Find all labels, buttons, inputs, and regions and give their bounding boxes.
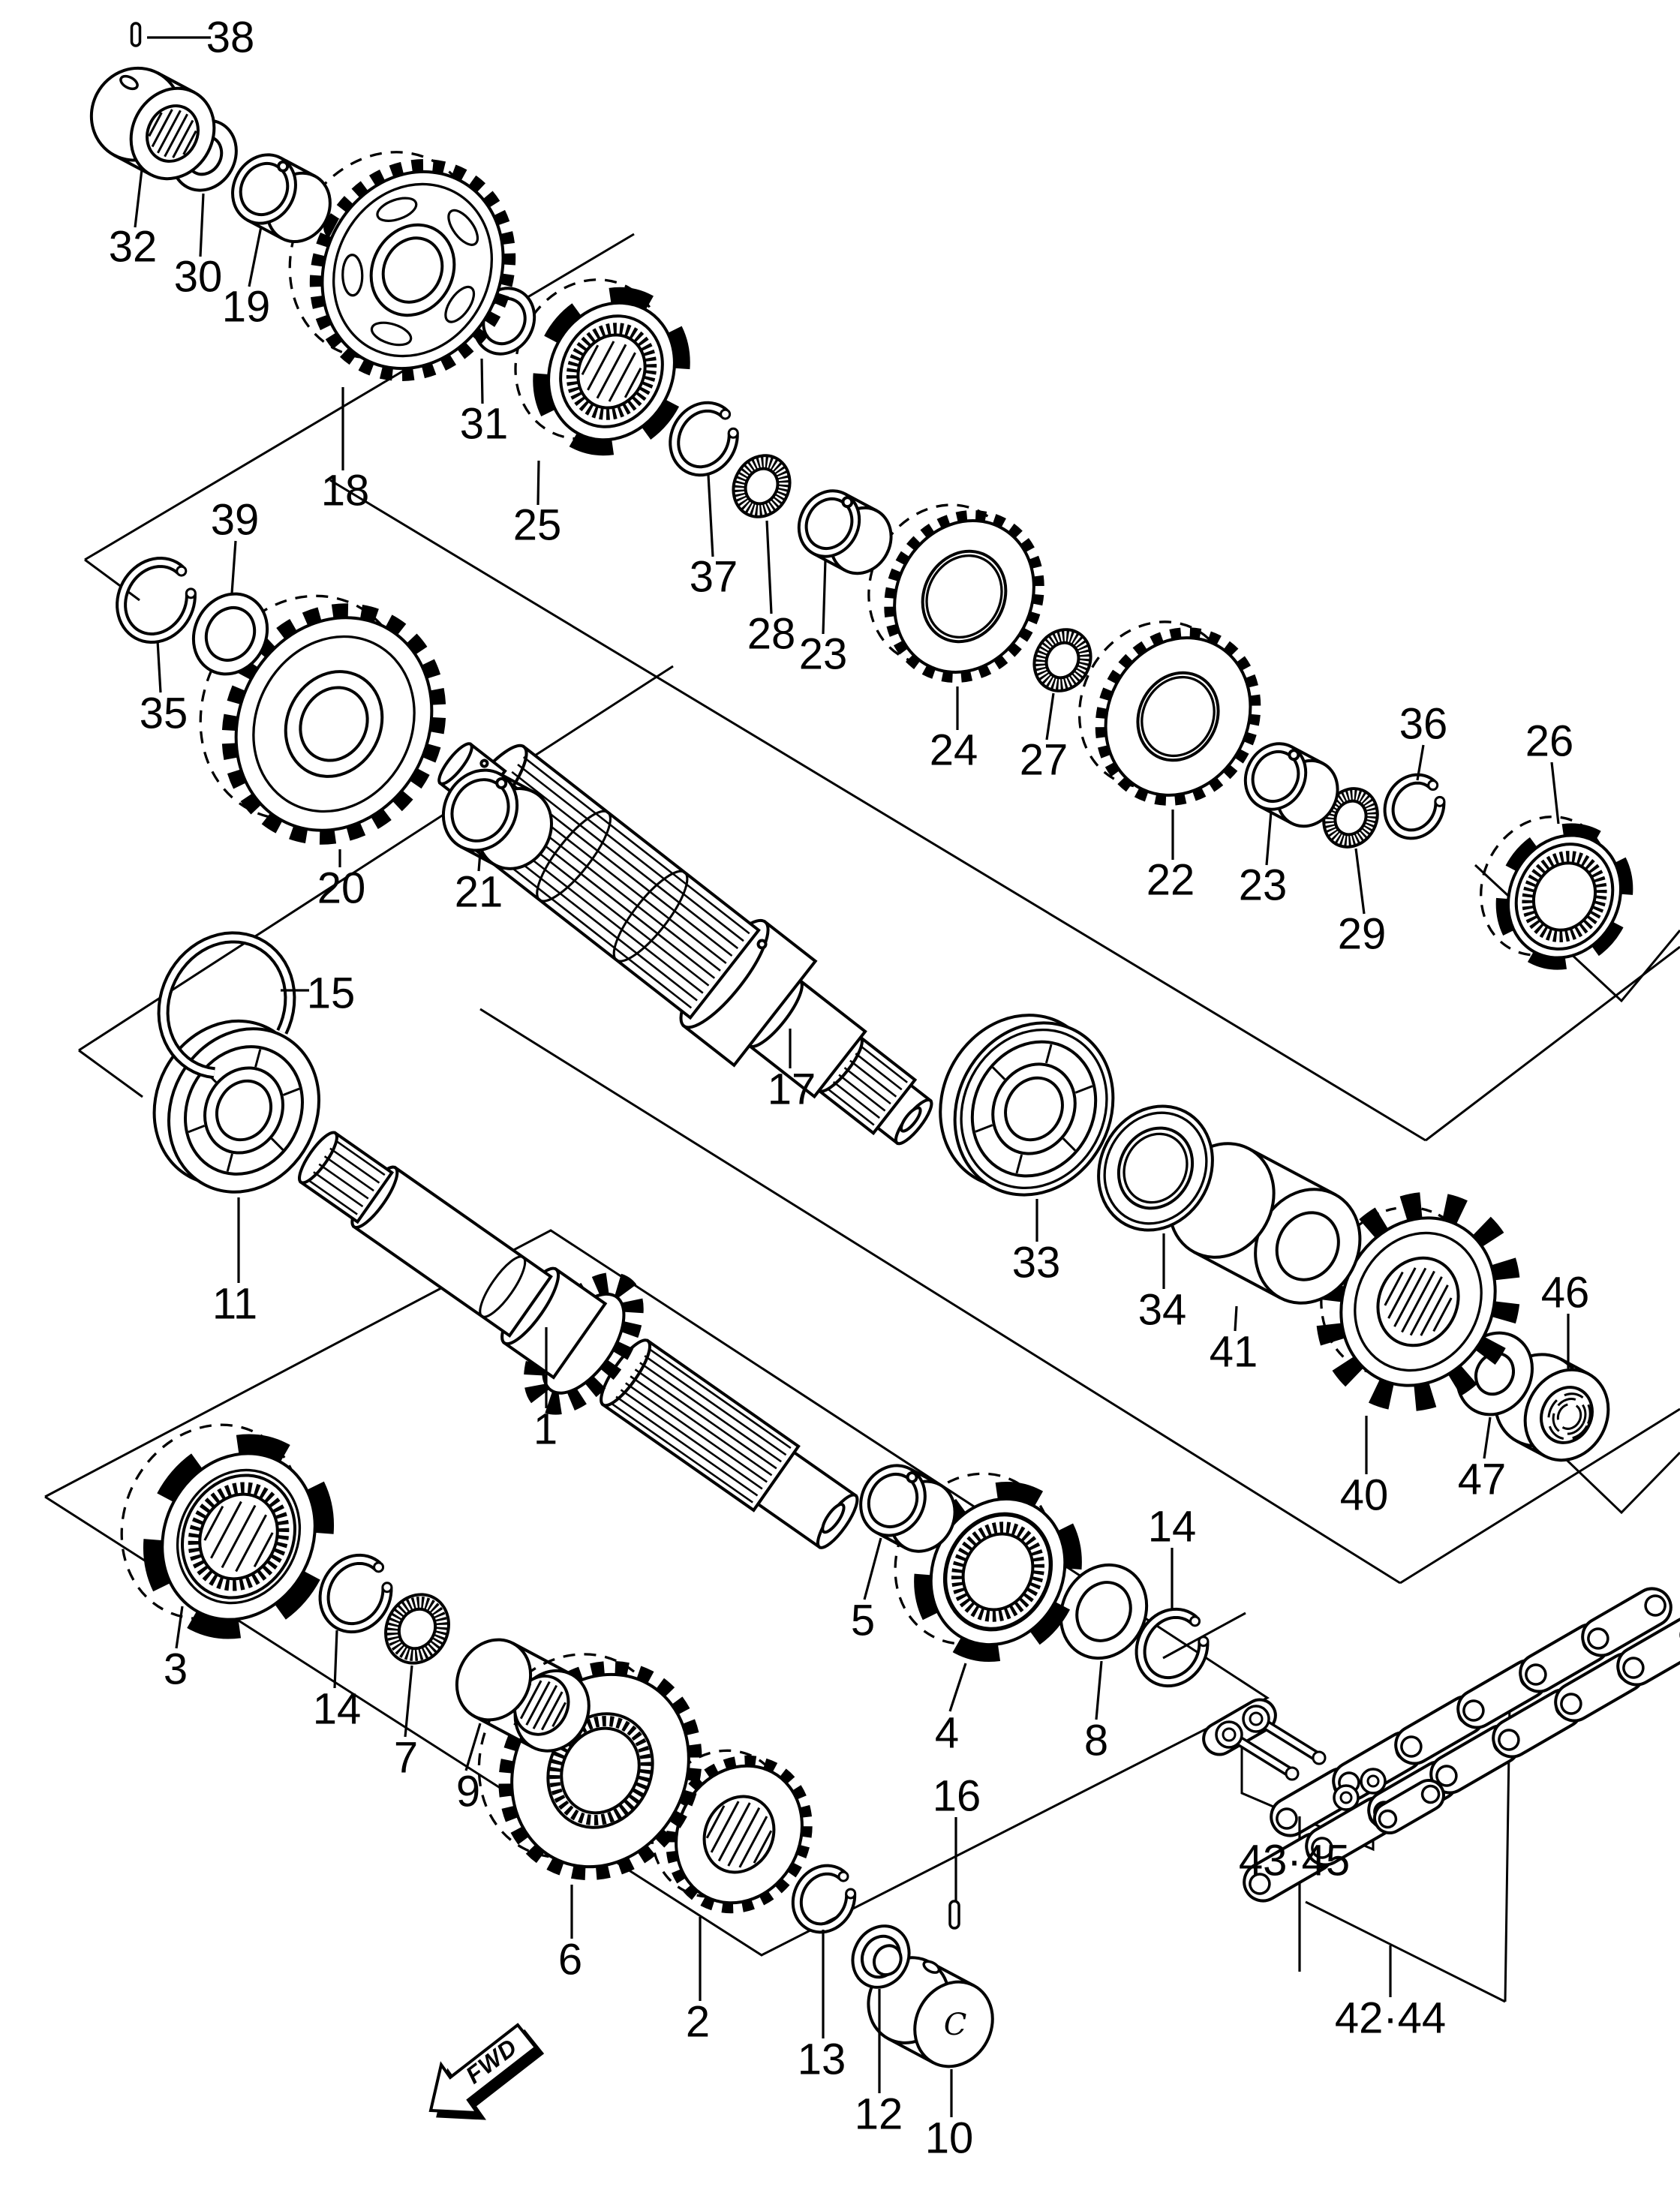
part-1-shaft1 — [298, 1131, 859, 1549]
part-number-label-37: 37 — [690, 553, 738, 602]
part-number-label-3: 3 — [164, 1645, 188, 1694]
part-number-label-27: 27 — [1020, 736, 1068, 785]
part-number-label-21: 21 — [455, 868, 503, 917]
part-2-gear — [650, 1749, 813, 1914]
part-number-label-22: 22 — [1147, 856, 1195, 905]
part-19-bush — [231, 153, 332, 244]
part-35-snap — [116, 557, 197, 644]
part-number-label-2: 2 — [686, 1998, 710, 2047]
part-number-label-28: 28 — [747, 610, 796, 659]
part-38-pin — [130, 22, 142, 47]
fwd-direction-arrow: FWD — [428, 2023, 545, 2120]
part-37-snap — [669, 401, 739, 477]
part-23-bush — [1243, 742, 1339, 828]
part-32-collar — [89, 66, 216, 181]
part-number-label-12: 12 — [855, 2090, 903, 2139]
part-number-label-13: 13 — [798, 2035, 846, 2084]
part-number-label-8: 8 — [1084, 1717, 1108, 1765]
part-23-bush — [797, 489, 893, 575]
part-47-washer — [1456, 1331, 1534, 1416]
part-25-synchro — [514, 278, 690, 456]
part-number-label-40: 40 — [1340, 1471, 1389, 1520]
part-number-label-16: 16 — [933, 1772, 981, 1821]
part-9-needle — [455, 1638, 591, 1753]
part-3-synchro — [120, 1423, 335, 1639]
part-number-label-20: 20 — [317, 864, 366, 913]
part-14-snap — [1135, 1607, 1210, 1688]
part-number-label-7: 7 — [394, 1734, 418, 1783]
part-28-splw — [732, 454, 792, 518]
part-number-label-4: 4 — [935, 1709, 959, 1758]
part-13-snap — [791, 1864, 857, 1934]
part-16-pin — [948, 1900, 960, 1930]
part-number-label-10: 10 — [925, 2114, 974, 2163]
part-number-label-39: 39 — [211, 496, 260, 545]
part-39-washer — [191, 592, 269, 676]
part-number-label-24: 24 — [930, 726, 978, 775]
part-number-label-41: 41 — [1210, 1328, 1258, 1377]
part-number-label-34: 34 — [1138, 1286, 1187, 1335]
part-number-label-23: 23 — [799, 630, 848, 679]
part-number-label-17: 17 — [768, 1065, 816, 1114]
part-number-label-19: 19 — [222, 283, 271, 332]
part-20-gear — [199, 594, 446, 845]
part-number-label-14: 14 — [1148, 1503, 1197, 1552]
part-15-clip — [157, 931, 296, 1080]
part-12-washer12 — [851, 1924, 911, 1989]
part-number-label-43·45: 43·45 — [1239, 1837, 1350, 1885]
part-number-label-26: 26 — [1525, 717, 1574, 766]
part-24-gear — [867, 503, 1044, 683]
part-number-label-46: 46 — [1541, 1269, 1590, 1317]
part-number-label-32: 32 — [109, 223, 158, 272]
part-number-label-42·44: 42·44 — [1335, 1994, 1446, 2043]
part-number-label-6: 6 — [558, 1936, 582, 1984]
part-number-label-30: 30 — [174, 253, 223, 302]
part-33-bearing — [939, 1014, 1115, 1197]
part-number-label-29: 29 — [1338, 910, 1387, 959]
part-27-splw — [1032, 628, 1092, 692]
part-number-label-1: 1 — [533, 1405, 557, 1454]
chain-master-link — [1202, 1698, 1445, 1834]
part-number-label-5: 5 — [851, 1597, 875, 1645]
part-4-synchro — [894, 1472, 1082, 1662]
part-number-label-11: 11 — [212, 1280, 257, 1329]
part-18-gear — [288, 151, 516, 381]
part-14-snap — [318, 1553, 393, 1634]
part-number-label-14: 14 — [313, 1685, 362, 1734]
part-number-label-36: 36 — [1399, 700, 1448, 749]
part-number-label-31: 31 — [460, 400, 509, 449]
part-number-label-33: 33 — [1012, 1239, 1061, 1287]
part-number-label-35: 35 — [140, 689, 188, 738]
part-26-synchro — [1480, 816, 1633, 970]
part-21-bush — [441, 768, 554, 870]
part-number-label-38: 38 — [206, 14, 255, 62]
part-40-sprocket — [1315, 1191, 1521, 1412]
part-number-label-18: 18 — [321, 467, 370, 515]
part-34-spacer — [1097, 1104, 1214, 1232]
part-5-bush — [859, 1464, 957, 1553]
part-22-gear — [1077, 620, 1261, 806]
part-number-label-47: 47 — [1458, 1455, 1507, 1504]
part-number-label-15: 15 — [307, 969, 356, 1018]
part-36-snap — [1383, 773, 1446, 840]
cap-c-mark: C — [944, 2008, 967, 2042]
part-8-washer — [1059, 1563, 1149, 1660]
part-10-cap: C — [867, 1956, 994, 2068]
part-number-label-25: 25 — [513, 501, 562, 550]
part-7-splw — [384, 1593, 450, 1665]
part-number-label-23: 23 — [1239, 861, 1288, 910]
part-number-label-9: 9 — [456, 1768, 480, 1816]
drive-chain — [1243, 1587, 1680, 1903]
